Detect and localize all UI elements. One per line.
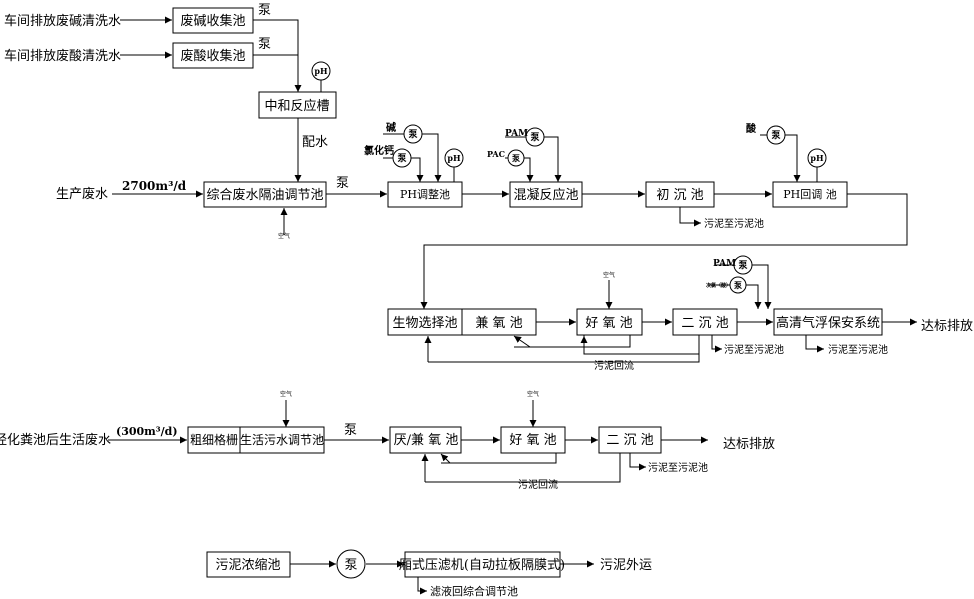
ph-circle-2 <box>444 148 464 168</box>
label-primary: 初 沉 池 <box>656 188 703 203</box>
label-pam2: PAM <box>713 259 736 269</box>
label-secondary2: 二 沉 池 <box>606 433 653 448</box>
comp-pool-box <box>203 181 327 208</box>
pump-circle-reagent <box>729 276 747 294</box>
secondary-box <box>672 308 738 336</box>
label-pump-pam2: 泵 <box>738 260 748 271</box>
label-acid-pool: 废酸收集池 <box>180 48 245 64</box>
label-screen: 粗细格栅 <box>190 432 238 447</box>
label-cacl: 氯化钙 <box>364 144 394 157</box>
pump-circle-pam <box>525 127 545 147</box>
thickener-box <box>206 551 291 578</box>
pump-circle-cacl <box>392 148 412 168</box>
label-facult: 兼 氧 池 <box>475 316 522 331</box>
pump-circle-sludge <box>336 549 366 579</box>
label-flow-1: 2700m³/d <box>122 179 187 193</box>
label-discharge2: 达标排放 <box>723 437 775 452</box>
label-dom-pool: 生活污水调节池 <box>240 433 324 447</box>
facult-box <box>461 308 537 336</box>
anaer-box <box>389 426 462 454</box>
pump-circle-pac <box>507 149 525 167</box>
label-in-alkali: 车间排放废碱清洗水 <box>4 13 121 29</box>
label-neutral-tank: 中和反应槽 <box>264 98 329 114</box>
label-dom-waste: 经化粪池后生活废水 <box>0 432 111 448</box>
label-filter-press: 厢式压滤机(自动拉板隔膜式) <box>399 558 565 573</box>
label-prod-waste: 生产废水 <box>56 186 108 202</box>
label-sludge-to-2: 污泥至污泥池 <box>724 343 784 356</box>
label-comp-pool: 综合废水隔油调节池 <box>206 187 323 203</box>
label-pump-reagent: 泵 <box>734 280 742 290</box>
label-air-2: 空气 <box>603 271 615 279</box>
label-ph-adjust: PH调整池 <box>400 187 450 201</box>
label-filtrate: 滤液回综合调节池 <box>430 584 518 598</box>
bio-select-box <box>387 308 463 336</box>
alkali-pool-box <box>172 7 254 34</box>
label-sludge-return-2: 污泥回流 <box>518 478 558 491</box>
label-aerobic2: 好 氧 池 <box>509 433 556 448</box>
secondary2-box <box>598 426 662 454</box>
coag-box <box>509 181 583 208</box>
label-pump-2: 泵 <box>258 37 271 52</box>
label-pac: PAC <box>487 149 505 159</box>
label-thickener: 污泥浓缩池 <box>215 557 280 573</box>
label-pump-4: 泵 <box>344 423 357 438</box>
aerobic2-box <box>500 426 566 454</box>
pump-circle-acid <box>766 125 786 145</box>
label-daf: 高清气浮保安系统 <box>776 315 880 331</box>
label-ph-2: pH <box>447 153 461 163</box>
label-sludge-to-3: 污泥至污泥池 <box>828 343 888 356</box>
label-sludge-to-4: 污泥至污泥池 <box>648 461 708 474</box>
label-alkali: 碱 <box>386 121 396 134</box>
pump-circle-pam2 <box>733 255 753 275</box>
label-water-mix: 配水 <box>302 135 328 150</box>
label-pump-alkali: 泵 <box>408 129 418 140</box>
label-reagent-small: 次氯（酸） <box>706 282 731 289</box>
label-bio-select: 生物选择池 <box>392 316 457 331</box>
label-aerobic: 好 氧 池 <box>585 316 632 331</box>
label-sludge-to-1: 污泥至污泥池 <box>704 217 764 230</box>
ph-circle-1 <box>311 61 331 81</box>
label-ph-3: pH <box>810 153 824 163</box>
ph-back-box <box>772 181 848 208</box>
label-flow-2: (300m³/d) <box>116 425 178 438</box>
acid-pool-box <box>172 42 254 69</box>
label-discharge: 达标排放 <box>921 319 973 334</box>
label-air-3: 空气 <box>280 390 292 398</box>
label-sludge-out: 污泥外运 <box>600 558 652 573</box>
dom-pool-box <box>239 426 325 454</box>
label-pump-cacl: 泵 <box>397 153 407 164</box>
filter-press-box <box>404 551 561 578</box>
label-anaer: 厌/兼 氧 池 <box>394 433 459 448</box>
aerobic-box <box>576 308 643 336</box>
label-ph-1: pH <box>314 66 328 76</box>
label-air-1: 空气 <box>278 232 290 240</box>
label-pump-3: 泵 <box>336 176 349 191</box>
label-pam: PAM <box>505 129 528 139</box>
label-pump-1: 泵 <box>258 3 271 18</box>
daf-box <box>773 308 883 336</box>
ph-adjust-box <box>387 181 463 208</box>
label-acid: 酸 <box>746 122 757 135</box>
label-ph-back: PH回调 池 <box>783 188 837 201</box>
label-pump-pac: 泵 <box>512 153 520 163</box>
label-in-acid: 车间排放废酸清洗水 <box>4 48 121 64</box>
label-pump-pam: 泵 <box>530 132 540 143</box>
label-sludge-return-1: 污泥回流 <box>594 359 634 372</box>
label-secondary: 二 沉 池 <box>681 316 728 331</box>
label-air-4: 空气 <box>527 390 539 398</box>
neutral-tank-box <box>258 91 337 119</box>
label-alkali-pool: 废碱收集池 <box>180 13 245 29</box>
primary-box <box>645 181 715 208</box>
label-pump-sludge: 泵 <box>344 558 357 573</box>
label-coag: 混凝反应池 <box>513 187 578 203</box>
pump-circle-alkali <box>403 124 423 144</box>
label-pump-acid: 泵 <box>771 130 781 141</box>
ph-circle-3 <box>807 148 827 168</box>
